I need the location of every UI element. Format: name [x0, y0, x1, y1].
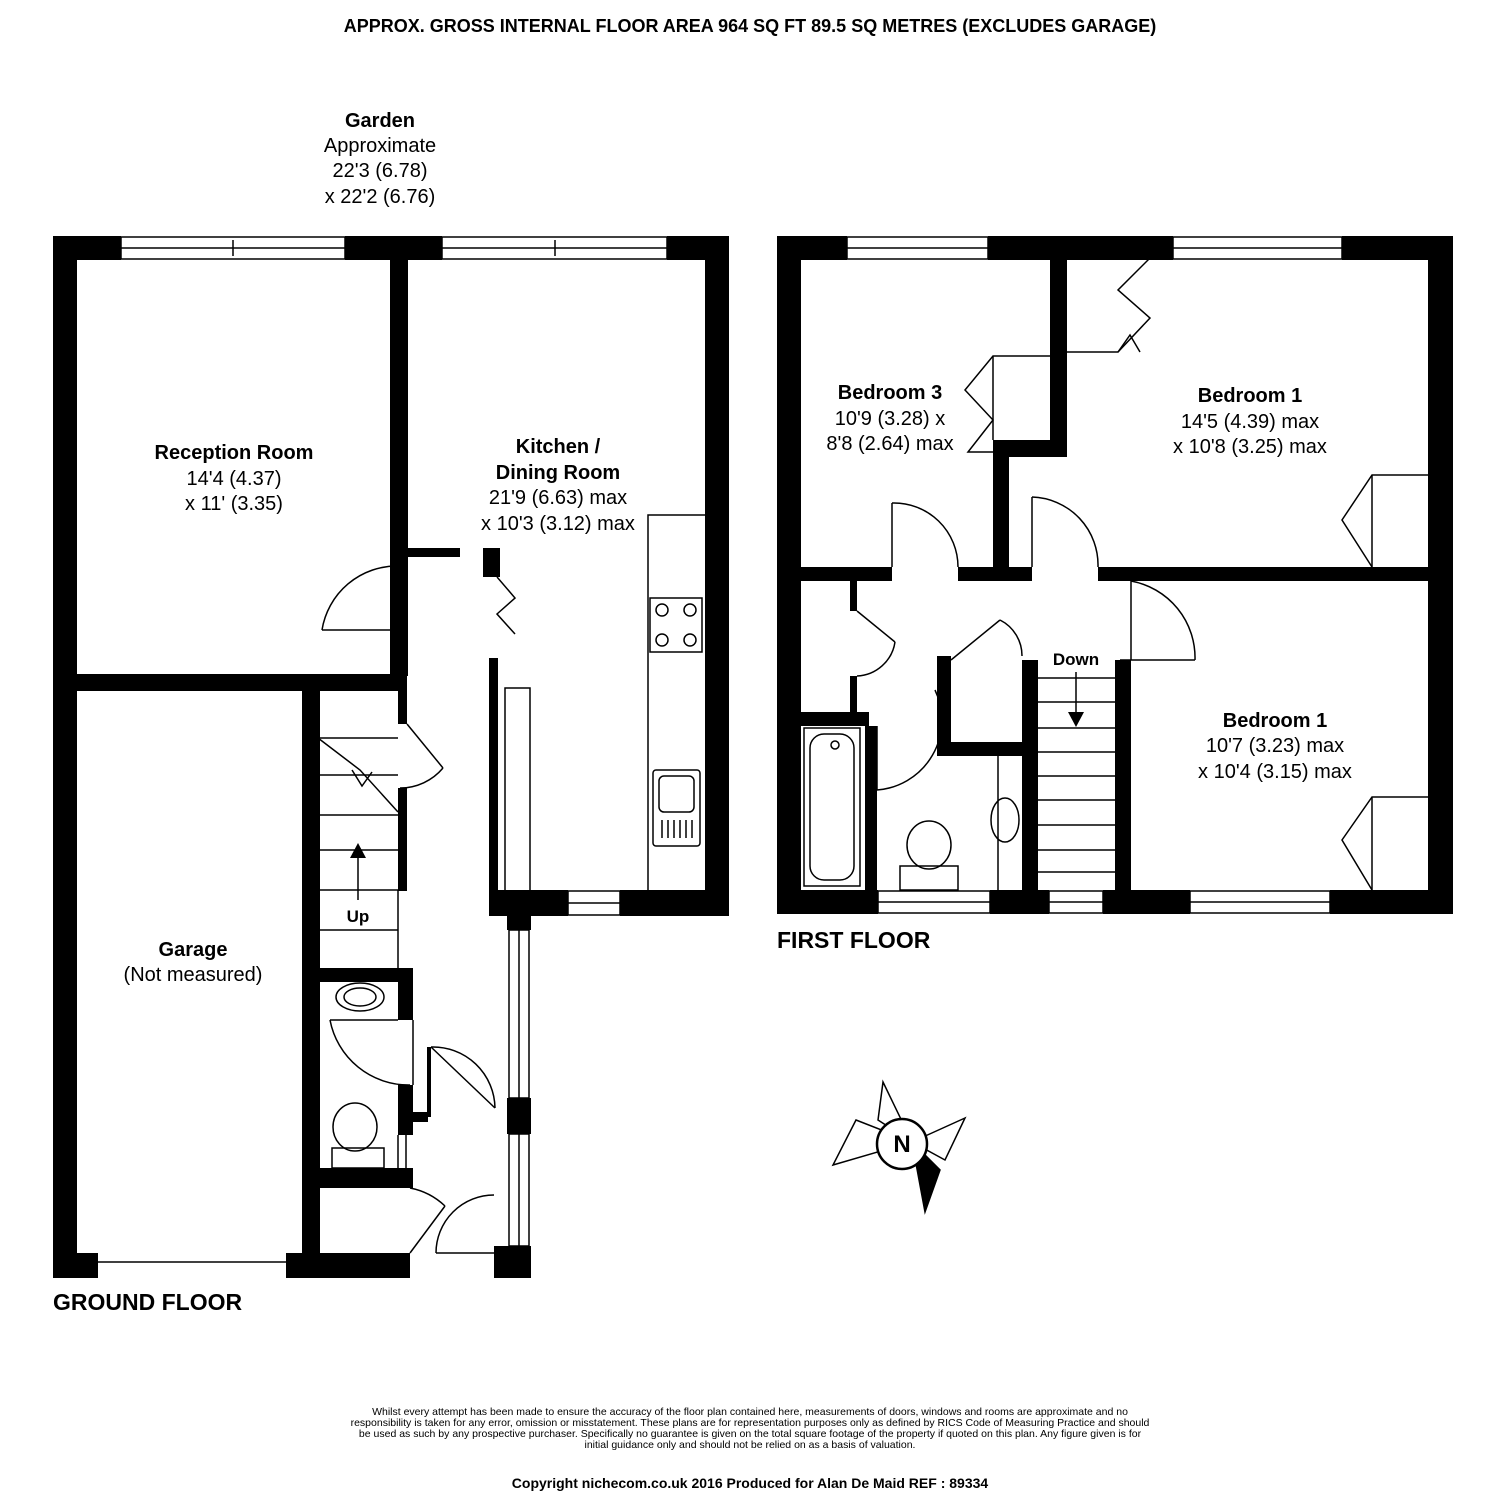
floor-area-header: APPROX. GROSS INTERNAL FLOOR AREA 964 SQ… — [343, 16, 1157, 36]
kitchen-name-line1: Kitchen / — [516, 436, 601, 458]
bedroom-1-bottom-name: Bedroom 1 — [1223, 710, 1327, 732]
bedroom-1-bottom-dim2: x 10'4 (3.15) max — [1198, 761, 1352, 783]
first-floor-label: FIRST FLOOR — [777, 927, 931, 953]
ground-floor-walls — [53, 236, 729, 1278]
garden-line3: x 22'2 (6.76) — [325, 186, 436, 208]
garden-line1: Approximate — [324, 135, 436, 157]
reception-room-name: Reception Room — [155, 442, 314, 464]
stairs-down-label: Down — [1053, 650, 1099, 669]
garden-title: Garden — [345, 110, 415, 132]
kitchen-label: Kitchen / Dining Room 21'9 (6.63) max x … — [481, 436, 635, 535]
bedroom-1-top-label: Bedroom 1 14'5 (4.39) max x 10'8 (3.25) … — [1173, 385, 1327, 458]
compass-rose-icon — [831, 1079, 967, 1215]
compass-north-letter: N — [893, 1131, 910, 1158]
disclaimer-text: Whilst every attempt has been made to en… — [350, 1406, 1150, 1451]
copyright-line: Copyright nichecom.co.uk 2016 Produced f… — [511, 1475, 989, 1491]
reception-room-dim2: x 11' (3.35) — [185, 493, 283, 515]
garage-label: Garage (Not measured) — [124, 939, 263, 986]
ground-floor-label: GROUND FLOOR — [53, 1289, 243, 1315]
first-floor-fixtures — [803, 236, 1428, 914]
bedroom-1-bottom-dim1: 10'7 (3.23) max — [1206, 735, 1344, 757]
kitchen-dim2: x 10'3 (3.12) max — [481, 513, 635, 535]
stairs-down-arrow — [1068, 672, 1084, 727]
reception-room-dim1: 14'4 (4.37) — [187, 468, 282, 490]
garage-dim1: (Not measured) — [124, 964, 263, 986]
first-floor-walls — [777, 236, 1453, 914]
bedroom-1-top-dim2: x 10'8 (3.25) max — [1173, 436, 1327, 458]
reception-room-label: Reception Room 14'4 (4.37) x 11' (3.35) — [155, 442, 314, 515]
bedroom-3-name: Bedroom 3 — [838, 382, 942, 404]
bedroom-1-top-dim1: 14'5 (4.39) max — [1181, 411, 1319, 433]
bedroom-1-top-name: Bedroom 1 — [1198, 385, 1302, 407]
garage-name: Garage — [159, 939, 228, 961]
bedroom-3-label: Bedroom 3 10'9 (3.28) x 8'8 (2.64) max — [826, 382, 953, 455]
stairs-up-label: Up — [347, 907, 370, 926]
stairs-up-arrow — [350, 843, 366, 900]
bedroom-3-dim2: 8'8 (2.64) max — [826, 433, 953, 455]
ground-floor-fixtures — [98, 236, 705, 1263]
garden-label: Garden Approximate 22'3 (6.78) x 22'2 (6… — [324, 110, 436, 208]
garden-line2: 22'3 (6.78) — [333, 160, 428, 182]
kitchen-dim1: 21'9 (6.63) max — [489, 487, 627, 509]
bedroom-1-bottom-label: Bedroom 1 10'7 (3.23) max x 10'4 (3.15) … — [1198, 710, 1352, 783]
bedroom-3-dim1: 10'9 (3.28) x — [835, 408, 946, 430]
kitchen-name-line2: Dining Room — [496, 462, 620, 484]
